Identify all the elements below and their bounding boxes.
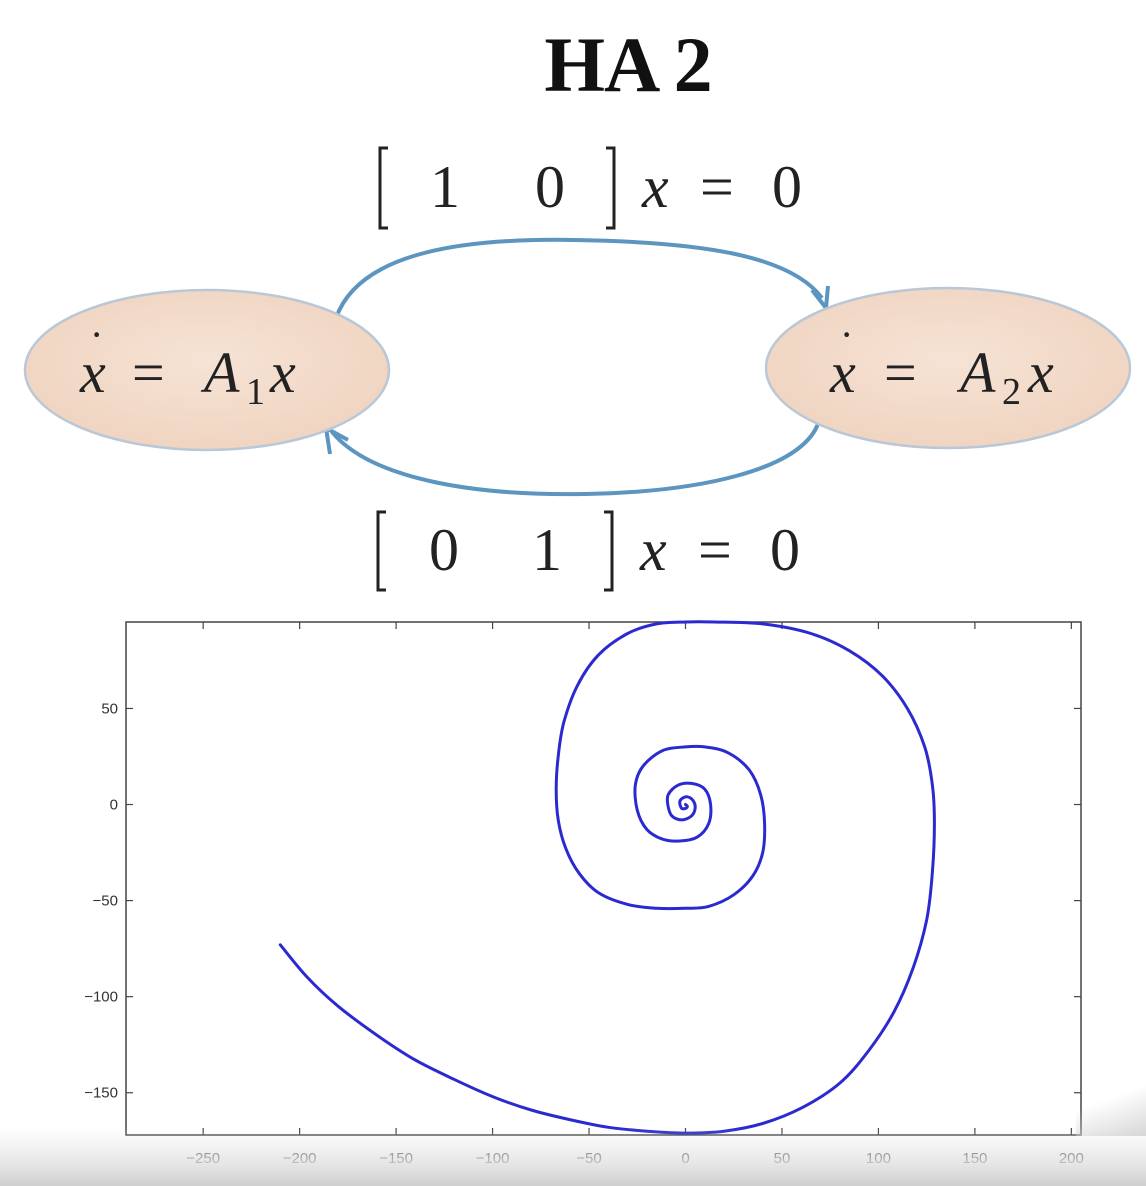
x-tick-label: 200 [1059, 1150, 1084, 1167]
trajectory-spiral-line [278, 620, 936, 1135]
plot-frame [125, 621, 1082, 1136]
guard-bottom-equals: = [698, 517, 732, 583]
phase-plot: −250 −200 −150 −100 −50 0 50 100 150 200 50 0 −50 −10… [84, 620, 1084, 1167]
transition-top-arrow [334, 237, 830, 319]
y-tick-label: −150 [84, 1085, 118, 1102]
guard-bottom-entry-2: 1 [532, 517, 562, 583]
hybrid-automaton-diagram: 1 0 x = 0 x · = A 1 x x [23, 146, 1132, 592]
state-1-dot: · [90, 312, 103, 357]
guard-top-value: 0 [772, 154, 802, 220]
guard-bottom-value: 0 [770, 517, 800, 583]
guard-top: 1 0 x = 0 [378, 146, 802, 230]
guard-top-variable: x [641, 154, 669, 220]
plot-series [278, 620, 936, 1135]
guard-bottom: 0 1 x = 0 [376, 510, 800, 592]
state-2-subscript: 2 [1002, 371, 1021, 413]
state-2-lhs: x [829, 340, 856, 405]
guard-top-entry-2: 0 [535, 154, 565, 220]
guard-top-equals: = [700, 154, 734, 220]
y-tick-label: −50 [93, 893, 118, 910]
x-tick-label: 50 [774, 1150, 791, 1167]
x-tick-label: −250 [186, 1150, 220, 1167]
x-tick-label: −100 [476, 1150, 510, 1167]
state-mode-1[interactable]: x · = A 1 x [23, 288, 391, 452]
guard-bottom-entry-1: 0 [429, 517, 459, 583]
state-2-matrix: A [956, 340, 996, 405]
y-tick-label: 0 [110, 797, 118, 814]
x-tick-label: 100 [866, 1150, 891, 1167]
state-mode-2[interactable]: x · = A 2 x [764, 286, 1132, 450]
y-tick-label: 50 [101, 700, 118, 717]
state-2-rhs: x [1027, 340, 1054, 405]
x-tick-label: 0 [681, 1150, 689, 1167]
state-1-equals: = [132, 340, 165, 405]
guard-bottom-variable: x [639, 517, 667, 583]
x-tick-label: −200 [283, 1150, 317, 1167]
guard-top-entry-1: 1 [430, 154, 460, 220]
state-1-rhs: x [269, 340, 296, 405]
state-1-matrix: A [200, 340, 240, 405]
state-1-subscript: 1 [246, 371, 265, 413]
slide-title: HA 2 [544, 21, 712, 108]
x-tick-label: −150 [379, 1150, 413, 1167]
x-tick-label: −50 [576, 1150, 601, 1167]
y-tick-label: −100 [84, 989, 118, 1006]
state-1-lhs: x [79, 340, 106, 405]
state-2-equals: = [884, 340, 917, 405]
transition-bottom-arrow [323, 423, 820, 497]
x-tick-label: 150 [962, 1150, 987, 1167]
state-2-dot: · [840, 312, 853, 357]
